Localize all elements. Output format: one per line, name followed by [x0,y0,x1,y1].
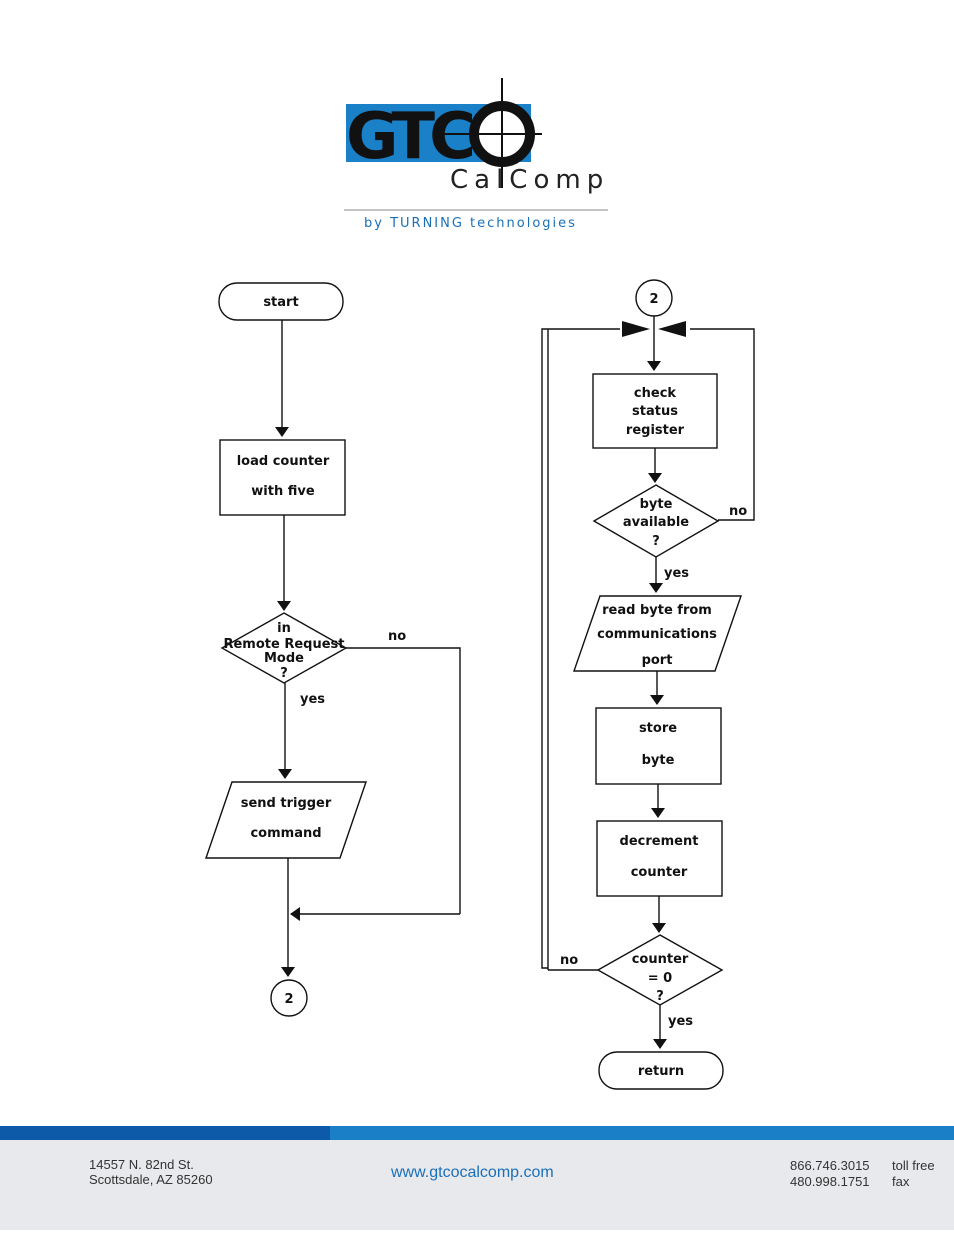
byte-no-label: no [729,504,747,519]
svg-text:GTC: GTC [346,100,472,174]
start-label: start [263,295,298,310]
svg-text:Mode: Mode [264,651,304,666]
send-trigger-box [205,781,367,859]
svg-text:load counter: load counter [237,454,330,469]
svg-text:?: ? [656,989,664,1004]
phone-toll-free-label: toll free [892,1158,935,1173]
read-byte-box [573,595,742,672]
check-status-box [592,373,718,449]
svg-text:byte: byte [642,753,675,768]
svg-text:counter: counter [632,952,689,967]
return-terminal [598,1051,724,1090]
svg-text:available: available [623,515,689,530]
load-counter-box [219,439,346,516]
counter-no-label: no [560,953,578,968]
svg-text:2: 2 [649,292,658,307]
svg-text:decrement: decrement [620,834,699,849]
footer-address: 14557 N. 82nd St. Scottsdale, AZ 85260 [89,1157,213,1187]
counter-yes-label: yes [668,1014,693,1029]
remote-request-decision [220,612,348,684]
svg-text:Remote Request: Remote Request [223,637,344,652]
footer [0,1140,954,1230]
left-flowchart: start load counter with five in Remote R… [205,282,461,1017]
svg-text:command: command [250,826,321,841]
logo-calcomp: CalComp [450,165,609,195]
footer-phones: 866.746.3015 toll free 480.998.1751 fax [790,1158,935,1190]
svg-text:in: in [277,621,291,636]
return-label: return [638,1064,684,1079]
phone-fax: 480.998.1751 [790,1174,870,1189]
svg-text:?: ? [280,666,288,681]
decision-no-label: no [388,629,406,644]
svg-text:counter: counter [631,865,688,880]
footer-website-link[interactable]: www.gtcocalcomp.com [391,1164,554,1181]
svg-text:send trigger: send trigger [241,796,332,811]
svg-text:register: register [626,423,685,438]
svg-text:communications: communications [597,627,717,642]
svg-text:2: 2 [284,992,293,1007]
logo-tagline: by TURNING technologies [364,216,577,231]
svg-text:?: ? [652,534,660,549]
decrement-counter-box [596,820,723,897]
footer-accent-bar-dark [0,1126,330,1140]
svg-text:read byte from: read byte from [602,603,712,618]
svg-text:port: port [642,653,673,668]
connector-2-left [270,979,308,1017]
gtco-calcomp-logo: GTC CalComp by TURNING technologies [344,78,609,231]
svg-text:store: store [639,721,677,736]
store-byte-box [595,707,722,785]
svg-text:= 0: = 0 [648,971,672,986]
address-line2: Scottsdale, AZ 85260 [89,1172,213,1187]
phone-fax-label: fax [892,1174,910,1189]
right-flowchart: 2 check status register byte available ?… [541,279,755,1090]
svg-text:with five: with five [251,484,315,499]
phone-toll-free: 866.746.3015 [790,1158,870,1173]
svg-text:status: status [632,404,678,419]
address-line1: 14557 N. 82nd St. [89,1157,194,1172]
byte-yes-label: yes [664,566,689,581]
start-terminal [218,282,344,321]
svg-text:byte: byte [640,497,673,512]
svg-text:check: check [634,386,676,401]
decision-yes-label: yes [300,692,325,707]
